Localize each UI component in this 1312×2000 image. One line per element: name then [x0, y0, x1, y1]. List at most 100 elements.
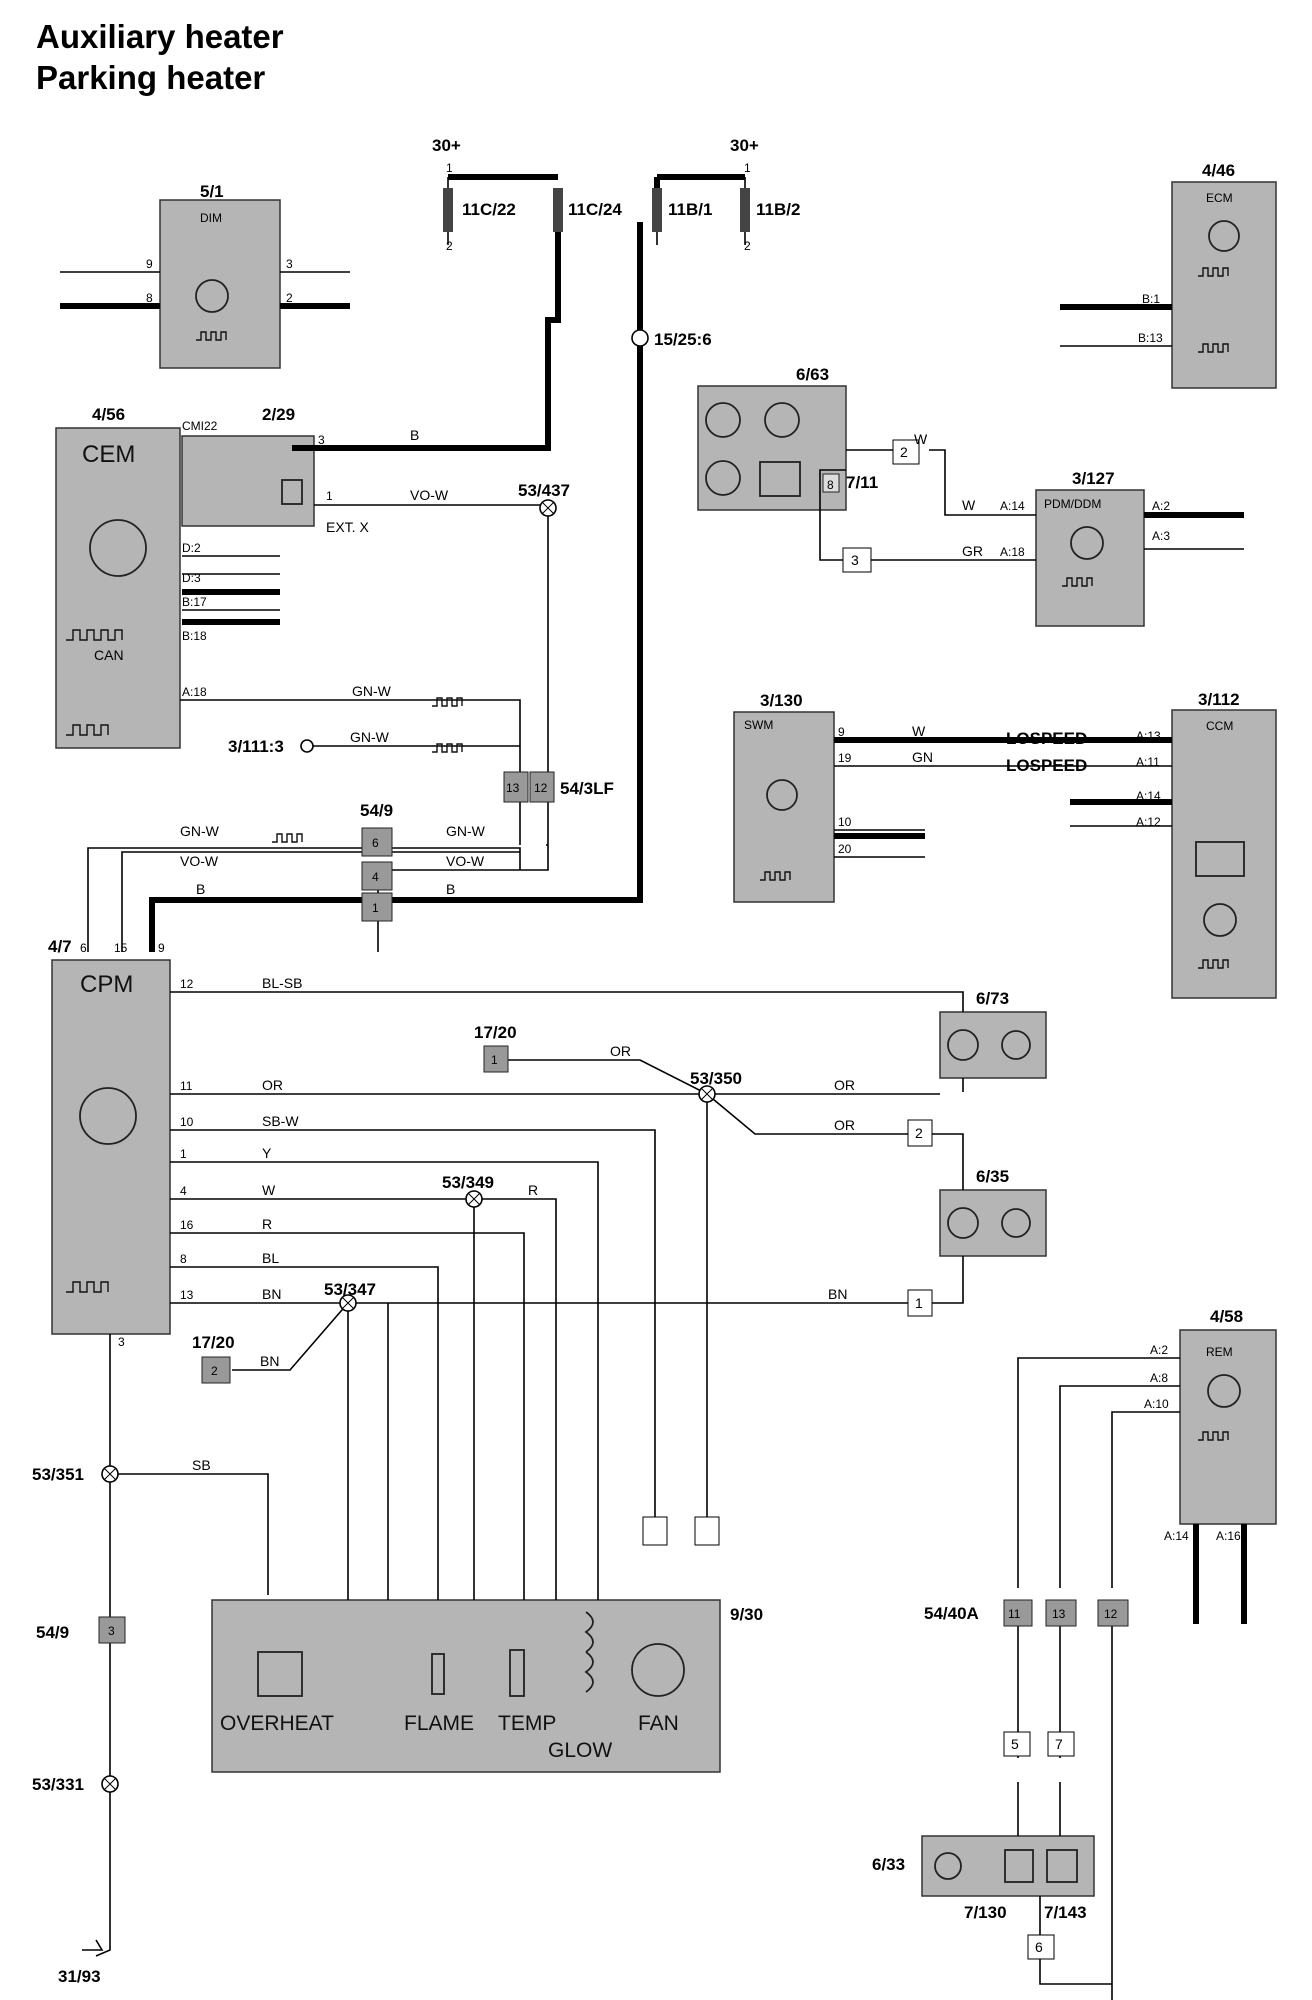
- cpm-pin-6: 6: [80, 941, 87, 955]
- fuse-pin-1-left: 1: [446, 161, 453, 175]
- external-3-111-dot: [300, 739, 314, 753]
- cem-pin-b18: B:18: [182, 629, 207, 643]
- dim-pin-8: 8: [146, 291, 153, 305]
- valve-r-icon: [1046, 1849, 1078, 1883]
- connector-54-40a-11: [1003, 1599, 1033, 1627]
- box-6: [1027, 1934, 1055, 1960]
- cpm-pin-9: 9: [158, 941, 165, 955]
- motor-m3-icon: [705, 460, 741, 496]
- wire-label-r: R: [262, 1216, 272, 1232]
- module-name-swm: SWM: [744, 718, 773, 732]
- box-label-2-upper: 2: [900, 444, 908, 460]
- gauge-6-73-icon: [1001, 1030, 1031, 1060]
- wire-label-gn-w-1: GN-W: [352, 683, 392, 699]
- fuse-label-11b-1: 11B/1: [668, 200, 712, 219]
- pdm-pin-a2: A:2: [1152, 499, 1170, 513]
- splice-label-53-350: 53/350: [690, 1069, 742, 1088]
- splice-53-331: [101, 1775, 119, 1793]
- pdm-pin-a3: A:3: [1152, 529, 1170, 543]
- cem-can-wave: [66, 629, 123, 641]
- connector-label-15-25-6: 15/25:6: [654, 330, 712, 349]
- swm-pin-19: 19: [838, 751, 852, 765]
- sb-w-wire: [170, 1129, 656, 1517]
- connector-17-20-2: [201, 1356, 231, 1384]
- wire-label-b-3: B: [446, 881, 455, 897]
- wire-label-w: W: [262, 1182, 276, 1198]
- box-label-3: 3: [851, 552, 859, 568]
- inline-54-9-1: 1: [372, 901, 379, 915]
- splice-label-53-437: 53/437: [518, 481, 570, 500]
- motor-m1-icon: [705, 402, 741, 438]
- box-1: [907, 1289, 933, 1317]
- cpm-pin-11: 11: [180, 1079, 193, 1093]
- module-ref-6-73: 6/73: [976, 989, 1009, 1008]
- y-wire: [170, 1161, 599, 1600]
- gn-rem-wire: [1017, 1357, 1180, 1836]
- fuse-label-11b-2: 11B/2: [756, 200, 800, 219]
- wire-label-vo-w-2: VO-W: [180, 853, 219, 869]
- connector-17-20-1: [483, 1045, 509, 1073]
- splice-53-350: [698, 1085, 716, 1103]
- heater-label-overheat: OVERHEAT: [220, 1712, 334, 1735]
- connector-54-40a-13: [1045, 1599, 1077, 1627]
- rem-pin-a14: A:14: [1164, 1529, 1189, 1543]
- ccm-pin-a11: A:11: [1136, 755, 1160, 769]
- fuse-pin-1-right: 1: [744, 161, 751, 175]
- module-name-ccm: CCM: [1206, 719, 1233, 733]
- cem-pin-a18: A:18: [182, 685, 207, 699]
- cpm-pin-16: 16: [180, 1218, 194, 1232]
- inline-54-3lf-13: 13: [506, 781, 520, 795]
- box-r-pin: [694, 1516, 720, 1546]
- wire-label-r-2: R: [528, 1182, 538, 1198]
- fuse-leads: [447, 177, 746, 245]
- connector-54-3lf-12: [529, 771, 555, 803]
- wire-label-or-2: OR: [610, 1043, 631, 1059]
- module-ref-4-58: 4/58: [1210, 1307, 1243, 1326]
- module-ref-3-112: 3/112: [1198, 690, 1240, 709]
- wire-label-or-4: OR: [834, 1117, 855, 1133]
- connector-15-25-6-dot: [631, 329, 649, 347]
- cem-pin-b17: B:17: [182, 595, 207, 609]
- box-7: [1047, 1731, 1075, 1757]
- component-6-33: [921, 1835, 1095, 1897]
- relay-pin-1: 1: [326, 489, 333, 503]
- box-label-17-20-1: 1: [491, 1053, 498, 1067]
- fuse-pin-2-right: 2: [744, 239, 751, 253]
- splice-53-347: [339, 1294, 357, 1312]
- cem-pulse-wave: [66, 724, 109, 736]
- ccm-pin-a14: A:14: [1136, 789, 1161, 803]
- splice-53-437: [539, 499, 557, 517]
- wire-label-bl: BL: [262, 1250, 279, 1266]
- module-name-cpm: CPM: [80, 971, 133, 998]
- title-line-2: Parking heater: [36, 59, 266, 96]
- box-label-2-lower: 2: [915, 1125, 923, 1141]
- ecm-control-icon: [1208, 220, 1240, 252]
- cem-can-wires: [182, 589, 280, 625]
- module-ref-5-1: 5/1: [200, 182, 224, 201]
- wire-label-bn-3: BN: [260, 1353, 279, 1369]
- box-label-7: 7: [1055, 1736, 1063, 1752]
- module-ref-2-29: 2/29: [262, 405, 295, 424]
- gn-w-wave-2: [432, 743, 463, 753]
- connector-54-3lf-13: [503, 771, 529, 803]
- cem-side-wires: [182, 555, 280, 611]
- pdm-control-icon: [1070, 526, 1104, 560]
- gauge-6-35-icon: [1001, 1208, 1031, 1238]
- connector-54-9-4: [361, 861, 393, 891]
- motor-6-35-icon: [947, 1207, 979, 1239]
- wire-label-sb-w: SB-W: [262, 1113, 299, 1129]
- module-name-dim: DIM: [200, 211, 222, 225]
- cem-control-icon: [89, 519, 147, 577]
- gn-w-wave-3: [272, 833, 303, 843]
- box-label-1: 1: [915, 1295, 923, 1311]
- lospeed-label-1: LOSPEED: [1006, 729, 1087, 748]
- cpm-module: [51, 959, 171, 1335]
- relay-pin-3: 3: [318, 433, 325, 447]
- fuse-pin-2-left: 2: [446, 239, 453, 253]
- dim-pin-3: 3: [286, 257, 293, 271]
- wire-label-w-pdm-2: W: [962, 497, 976, 513]
- power-wire-1: [292, 174, 561, 451]
- bn-wire: [170, 1256, 964, 1304]
- rem-can-wave: [1198, 1431, 1229, 1441]
